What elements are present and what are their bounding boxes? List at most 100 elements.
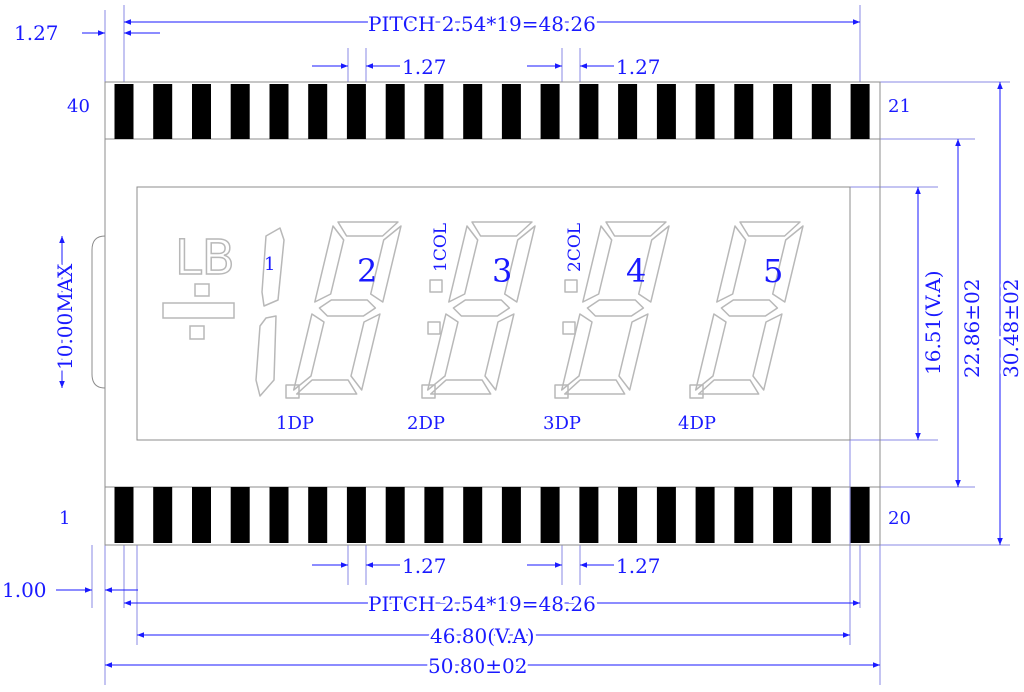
lcd-segment [771, 225, 804, 303]
lcd-segment [739, 221, 801, 237]
lcd-segment [586, 299, 645, 317]
decimal-point [554, 384, 569, 399]
decimal-point [689, 384, 704, 399]
top-pin [579, 84, 599, 139]
lcd-segment [369, 225, 402, 303]
bottom-pin-gap-right-dimension: 1.27 [616, 554, 661, 578]
lcd-segment [560, 313, 593, 391]
dp-label-4: 4DP [678, 413, 716, 434]
colon-dot [562, 321, 576, 335]
top-pin [695, 84, 715, 139]
lcd-segment [452, 299, 511, 317]
lcd-segment [295, 379, 358, 395]
top-pin [114, 84, 134, 139]
colon-label-2: 2COL [565, 223, 585, 272]
digit-label-1: 1 [264, 254, 275, 275]
bottom-pin [230, 487, 250, 543]
bottom-pin [579, 487, 599, 543]
top-pin [463, 84, 483, 139]
lcd-segment [448, 225, 479, 303]
pin-number-20: 20 [888, 508, 911, 529]
lcd-segment [503, 225, 536, 303]
dp-label-3: 3DP [543, 413, 581, 434]
lcd-segment [720, 299, 779, 317]
lcd-segment [605, 221, 667, 237]
lcd-segment [484, 313, 515, 391]
lcd-segment [261, 227, 285, 307]
bottom-pin-row [114, 487, 870, 543]
bottom-pin [269, 487, 289, 543]
top-pin [385, 84, 405, 139]
top-pin [153, 84, 173, 139]
bottom-pin [114, 487, 134, 543]
colon-dot [427, 321, 441, 335]
colon-dot [429, 279, 443, 293]
bottom-pin [850, 487, 870, 543]
glass-height-dimension: 22.86±02 [960, 279, 984, 378]
module-outline [91, 81, 881, 546]
top-pin [618, 84, 638, 139]
top-pin [850, 84, 870, 139]
bottom-pin [540, 487, 560, 543]
top-pin [269, 84, 289, 139]
bottom-left-offset-dimension: 1.00 [2, 578, 47, 602]
bottom-pin [308, 487, 328, 543]
bottom-pin [192, 487, 211, 543]
top-pin [656, 84, 676, 139]
top-pin [734, 84, 754, 139]
top-pin [811, 84, 831, 139]
overall-width-dimension: 50.80±02 [428, 654, 527, 678]
bottom-pin [695, 487, 715, 543]
lcd-segment [292, 313, 325, 391]
bottom-pin [385, 487, 405, 543]
bottom-pin [424, 487, 444, 543]
decimal-point [285, 384, 300, 399]
bottom-pin [463, 487, 483, 543]
lcd-segment [314, 225, 345, 303]
top-pin [540, 84, 560, 139]
lb-indicator: LB [175, 230, 235, 286]
thickness-dimension: 10.00MAX [53, 263, 77, 370]
bottom-pin [656, 487, 676, 543]
dp-label-1: 1DP [276, 413, 314, 434]
overall-height-dimension: 30.48±02 [999, 279, 1023, 378]
seven-segment-display [255, 221, 804, 399]
lcd-segment [563, 379, 626, 395]
lcd-segment [694, 313, 727, 391]
decimal-point [421, 384, 436, 399]
colon-label-1: 1COL [431, 223, 451, 272]
top-pin [773, 84, 793, 139]
top-pin [424, 84, 444, 139]
lcd-segment [255, 315, 277, 397]
lcd-segment [350, 313, 381, 391]
top-pin [346, 84, 366, 139]
pin-number-1: 1 [59, 508, 70, 529]
bottom-pin [618, 487, 638, 543]
bottom-pin [734, 487, 754, 543]
pin-number-40: 40 [67, 96, 90, 117]
top-pin-row [114, 84, 870, 139]
bottom-pin-gap-left-dimension: 1.27 [402, 554, 447, 578]
lcd-segment [637, 225, 670, 303]
bottom-pin [811, 487, 831, 543]
bottom-pin [153, 487, 173, 543]
bottom-pitch-dimension: PITCH 2.54*19=48.26 [368, 592, 596, 616]
top-pin-gap-right-dimension: 1.27 [616, 55, 661, 79]
lcd-segment [337, 221, 399, 237]
bottom-pin [773, 487, 793, 543]
view-area-width-dimension: 46.80(V.A) [430, 624, 535, 648]
lcd-segment [429, 379, 492, 395]
dimension-arrows [56, 19, 1003, 668]
top-pin [230, 84, 250, 139]
digit-label-2: 2 [357, 252, 377, 290]
top-left-offset-dimension: 1.27 [14, 21, 59, 45]
lcd-segment [318, 299, 377, 317]
lcd-segment [697, 379, 760, 395]
top-pin [308, 84, 328, 139]
top-pin [192, 84, 211, 139]
top-pitch-dimension: PITCH 2.54*19=48.26 [368, 12, 596, 36]
colon-dot [564, 279, 578, 293]
dp-label-2: 2DP [407, 413, 445, 434]
